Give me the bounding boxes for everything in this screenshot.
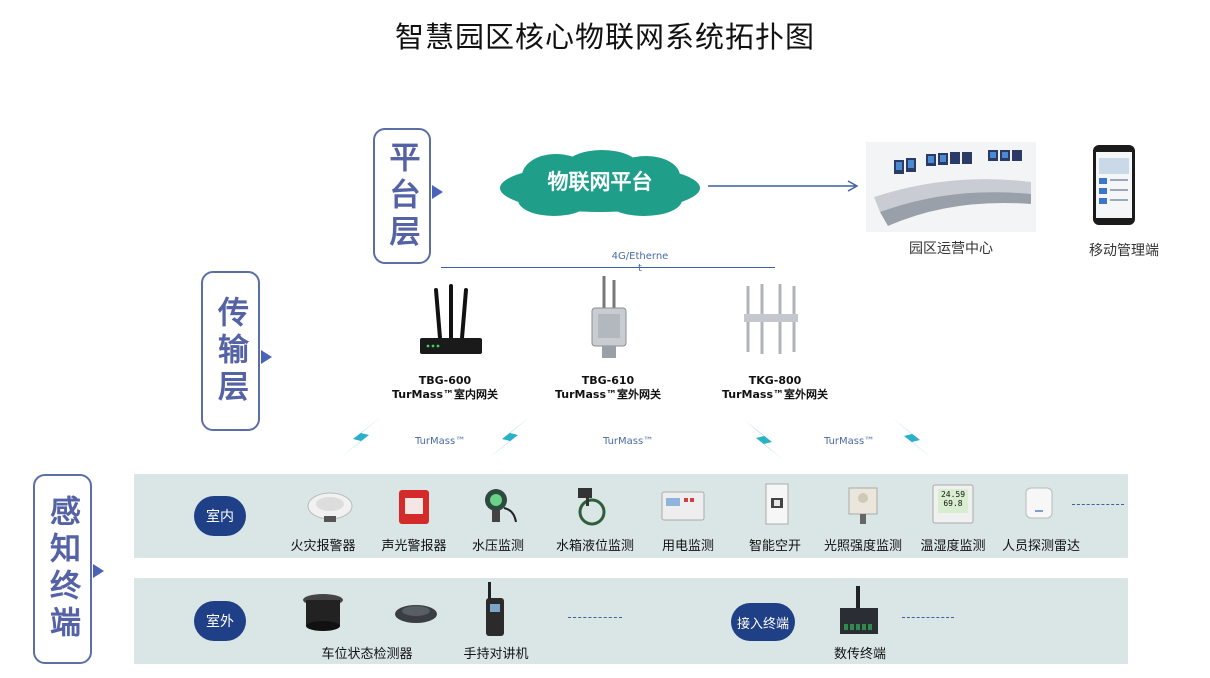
parking-detector-icon (303, 594, 343, 631)
gateway-model: TBG-610 (581, 374, 635, 387)
perception-layer-arrow-icon (93, 564, 104, 578)
data-terminal-icon (840, 586, 878, 634)
wireless-bolt-icon (341, 417, 381, 457)
device-label: 水箱液位监测 (555, 539, 634, 554)
water-tank-level-sensor-icon (578, 488, 606, 526)
transport-layer-box: 传输层 (201, 271, 260, 431)
temp-humidity-readout: 24.59 69.8 (938, 490, 968, 508)
sound-light-alarm-icon (399, 490, 429, 524)
device-label: 温湿度监测 (920, 539, 986, 554)
outdoor-more-dash (568, 617, 622, 618)
fire-alarm-icon (307, 492, 353, 522)
device-label: 火灾报警器 (290, 539, 356, 554)
iot-platform-label: 物联网平台 (547, 170, 653, 194)
access-more-dash (902, 617, 954, 618)
platform-layer-label: 平台层 (383, 140, 420, 252)
transport-layer-arrow-icon (261, 350, 272, 364)
gateway-name: TurMass™室外网关 (721, 388, 828, 401)
perception-layer-box: 感知终端 (33, 474, 92, 664)
mobile-label: 移动管理端 (1089, 243, 1159, 259)
platform-to-ops-arrow (708, 180, 859, 192)
temp-humidity-sensor-icon (932, 484, 974, 524)
outdoor-tag: 室外 (194, 601, 246, 641)
device-label: 人员探测雷达 (1001, 539, 1080, 554)
gateway-name: TurMass™室外网关 (554, 388, 661, 401)
turmass-link-label: TurMass™ (415, 436, 466, 447)
turmass-link-label: TurMass™ (824, 436, 875, 447)
wireless-bolt-icon (892, 418, 932, 458)
platform-layer-box: 平台层 (373, 128, 431, 264)
transport-layer-label: 传输层 (212, 295, 248, 407)
access-terminal-tag: 接入终端 (731, 603, 795, 641)
page-title: 智慧园区核心物联网系统拓扑图 (394, 20, 815, 54)
indoor-more-dash (1072, 504, 1124, 505)
wireless-bolt-icon (744, 420, 784, 460)
turmass-link-label: TurMass™ (603, 436, 654, 447)
ops-center-label: 园区运营中心 (909, 241, 993, 257)
device-label: 光照强度监测 (823, 539, 902, 554)
ground-sensor-icon (395, 605, 437, 623)
platform-layer-arrow-icon (432, 185, 443, 199)
network-label: 4G/Etherne t (611, 251, 669, 274)
iot-platform-cloud (500, 150, 700, 216)
walkie-talkie-icon (486, 582, 504, 636)
water-pressure-sensor-icon (485, 489, 517, 523)
perception-layer-label: 感知终端 (44, 495, 80, 643)
presence-radar-icon (1025, 487, 1053, 519)
gateway-model: TKG-800 (748, 374, 802, 387)
device-label: 智能空开 (748, 539, 801, 554)
power-monitor-icon (661, 491, 705, 521)
gateway-name: TurMass™室内网关 (391, 388, 498, 401)
gateway-tbg610-icon (591, 276, 627, 358)
device-label: 用电监测 (661, 539, 714, 554)
wireless-bolt-icon (490, 417, 530, 457)
ops-center-icon (866, 142, 1036, 232)
indoor-tag: 室内 (194, 496, 246, 536)
device-label: 手持对讲机 (463, 647, 529, 662)
device-label: 水压监测 (471, 539, 524, 554)
device-label: 车位状态检测器 (321, 647, 413, 662)
gateway-tbg600-icon (420, 284, 482, 354)
humidity-value: 69.8 (943, 499, 963, 508)
outdoor-band (134, 578, 1128, 664)
network-backbone-line (441, 267, 775, 268)
cloud-icon (500, 150, 700, 216)
temperature-value: 24.59 (940, 490, 966, 499)
gateway-tkg800-icon (744, 284, 798, 354)
device-label: 数传终端 (833, 647, 886, 662)
device-label: 声光警报器 (381, 539, 447, 554)
gateway-model: TBG-600 (418, 374, 472, 387)
mobile-phone-icon (1093, 145, 1135, 225)
smart-breaker-icon (765, 483, 789, 525)
light-intensity-sensor-icon (848, 487, 878, 524)
